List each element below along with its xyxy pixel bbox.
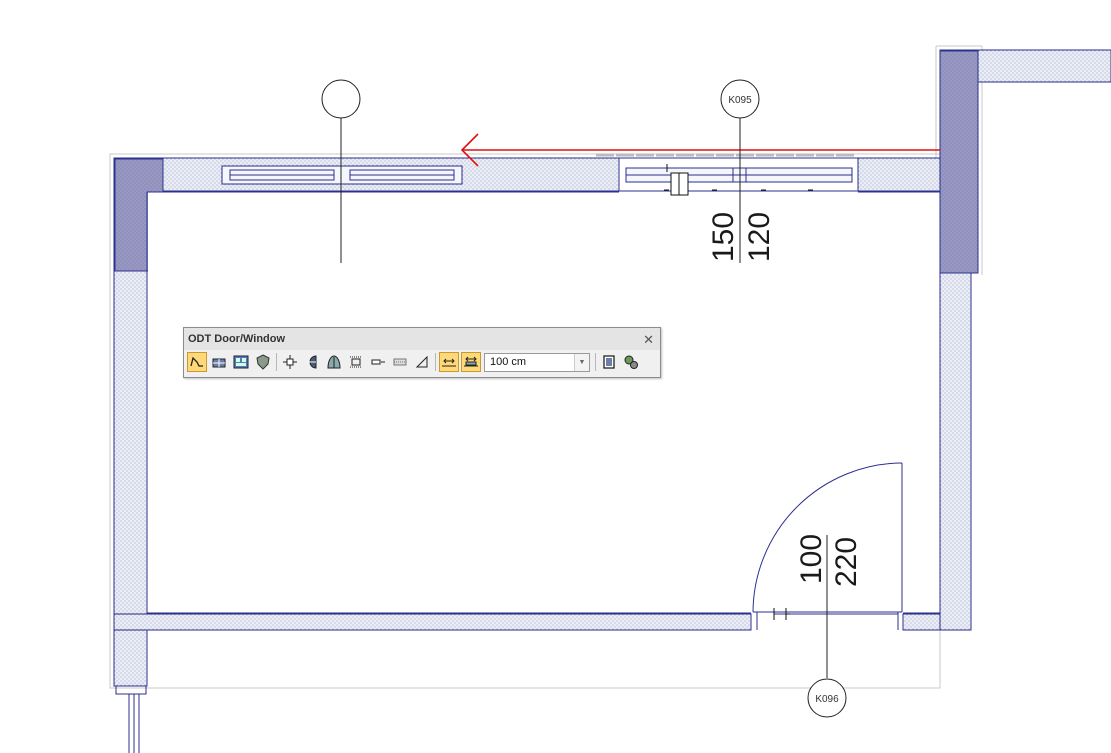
gears-icon[interactable] xyxy=(621,352,641,372)
half-circle-right-icon[interactable] xyxy=(324,352,344,372)
window-preview[interactable] xyxy=(221,165,463,185)
chevron-down-icon[interactable]: ▼ xyxy=(574,353,589,371)
mirror-horizontal-icon[interactable] xyxy=(439,352,459,372)
window-dimension-bottom: 120 xyxy=(743,212,776,262)
window-tag-k095[interactable]: K095 150 120 xyxy=(707,79,776,263)
polyline-icon[interactable] xyxy=(187,352,207,372)
window-tag-empty[interactable] xyxy=(321,79,361,263)
half-circle-left-icon[interactable] xyxy=(302,352,322,372)
door-dimension-bottom: 220 xyxy=(830,537,863,587)
width-combo[interactable]: 100 cm ▼ xyxy=(484,352,590,372)
triangle-icon[interactable] xyxy=(412,352,432,372)
toolbar-title: ODT Door/Window xyxy=(188,333,286,345)
window-dimension-top: 150 xyxy=(707,212,740,262)
close-icon[interactable]: ✕ xyxy=(643,331,654,347)
shield-icon[interactable] xyxy=(253,352,273,372)
window-tag-text: K095 xyxy=(728,95,752,106)
fit-bracket-icon[interactable] xyxy=(346,352,366,372)
wall-hatch-icon[interactable] xyxy=(390,352,410,372)
toolbar-title-bar[interactable]: ODT Door/Window ✕ xyxy=(184,328,660,350)
odt-door-window-toolbar[interactable]: ODT Door/Window ✕ 100 cm ▼ xyxy=(183,327,661,378)
move-arrows-icon[interactable] xyxy=(280,352,300,372)
toolbar-buttons: 100 cm ▼ xyxy=(184,350,660,374)
window-placed[interactable] xyxy=(618,157,859,196)
placement-arrow xyxy=(460,133,940,167)
width-combo-value: 100 cm xyxy=(490,356,527,368)
window-frame-icon[interactable] xyxy=(209,352,229,372)
wall-end-detail xyxy=(115,685,147,753)
door-tag-text: K096 xyxy=(815,694,839,705)
wall-bottom-left xyxy=(113,613,752,631)
door-dimension-top: 100 xyxy=(795,534,828,584)
column-right xyxy=(939,50,979,274)
window-grid-icon[interactable] xyxy=(231,352,251,372)
mirror-width-icon[interactable] xyxy=(461,352,481,372)
door-tag-k096[interactable]: K096 100 220 xyxy=(795,534,863,718)
offset-icon[interactable] xyxy=(368,352,388,372)
door-panel-icon[interactable] xyxy=(599,352,619,372)
wall-extension xyxy=(969,49,1111,83)
wall-top-right xyxy=(857,157,941,192)
